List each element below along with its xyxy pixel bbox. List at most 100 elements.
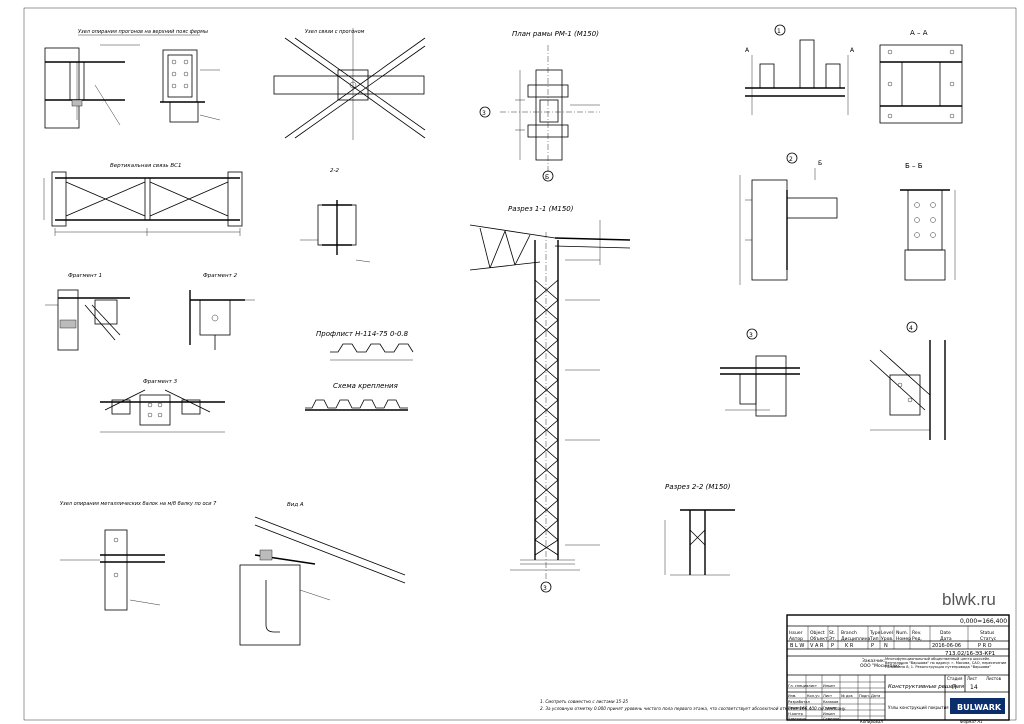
tb-hr-st: Эт. [829,636,836,642]
tb-customer: ООО "Мосимпекс" [860,663,903,669]
section-22-small-drawing: 2-2 [300,168,371,263]
fragment-1-drawing: Фрагмент 1 [45,273,130,351]
tb-role-4: Н.контр [788,712,804,716]
tb-gip-label: Гл. специалист [788,684,817,688]
tb-sheet-title: Конструктивные решения [888,684,965,690]
watermark: blwk.ru [942,590,996,609]
sheet-frame [23,7,1017,721]
detail-3-drawing: 3 [720,328,800,417]
tb-sheet: 14 [970,684,978,691]
plan-axis-b: Б [545,174,549,181]
purlin-node-drawing: Узел опирания металлических балок на м/б… [60,501,217,611]
profile-drawing: Профлист Н-114-75 0-0.8 Схема крепления [305,330,414,411]
tb-doc-number: 713.02/16-ЭЗ-КР1 [945,651,995,657]
scheme-title: Схема крепления [333,382,398,390]
fragment-2-drawing: Фрагмент 2 [189,273,255,350]
tb-hr-level: Уров. [881,636,893,642]
section-11-title: Разрез 1-1 (М150) [508,205,574,213]
section-22-drawing: Разрез 2-2 (М150) [664,483,735,576]
tb-sheets-label: Листов [986,676,1002,681]
tb-code-st: P [831,643,834,649]
profile-title: Профлист Н-114-75 0-0.8 [316,330,409,338]
ref-elevation: 0,000=166,400 [960,618,1007,625]
detail-3-mark: 3 [749,332,753,339]
top-node-drawing: Узел опирания прогонов на верхний пояс ф… [44,29,221,129]
section-11-drawing: Разрез 1-1 (М150) 3 [469,205,631,593]
tb-stage-label: Стадия [947,676,963,681]
tb-hr-type: Тип [869,636,879,642]
section-bb-drawing: Б – Б [900,162,956,281]
detail-1-drawing: 1 А А [745,24,855,115]
tb-h-st: St. [829,630,835,636]
tb-code-date: 2016-06-06 [932,643,961,649]
plan-axis-3: 3 [482,110,486,117]
tb-h-object: Object [810,630,825,636]
tb-h-type: Type [869,630,881,636]
tb-code-branch: K R [845,643,854,649]
detail-2-mark: 2 [789,156,793,163]
tb-h-issuer: Issuer [789,630,803,636]
arrow-a-right: А [850,47,855,54]
fragment-2-title: Фрагмент 2 [203,273,238,279]
tb-stage: П [952,684,957,691]
tb-hr-rev: Ред. [912,636,922,642]
tb-h-num: Num. [896,630,908,636]
tb-h-level: Level [881,630,893,636]
tb-code-type: P [871,643,874,649]
tb-h-branch: Branch [841,630,857,636]
tb-role-h-5: Подп. [859,694,870,698]
tb-hr-issuer: Автор [789,636,803,642]
note-2: 2. За условную отметку 0.000 принят уров… [540,706,847,711]
tb-role-h-3: Лист [823,694,832,698]
section-bb-title: Б – Б [905,162,923,170]
section-22-title: Разрез 2-2 (М150) [665,483,731,491]
lattice [534,279,559,556]
tb-role-1: Разработал [788,700,810,704]
tb-role-5: Утвердил [788,717,806,721]
detail-2-drawing: 2 Б [739,152,838,285]
tb-h-date: Date [940,630,951,636]
bracing-node-title: Узел связи с прогоном [305,29,365,35]
tb-sheet-label: Лист [967,676,978,681]
bulwark-logo [950,698,1005,714]
footer-format: Формат А1 [960,719,983,724]
tb-code-object: V A R [810,643,824,649]
tb-project: Многофункциональный общественный центр ш… [885,657,1007,670]
tb-role-h-6: Дата [871,694,880,698]
purlin-node-title: Узел опирания металлических балок на м/б… [60,501,217,507]
tb-gip-name: Ильин [823,684,835,688]
section-aa-drawing: А – А [879,29,963,124]
tb-hr-branch: Дисциплина [841,636,871,642]
tb-name-5: Семенов [823,717,839,721]
tb-customer-label: Заказчик: [862,658,885,664]
tb-role-h-2: Кол.уч [807,694,819,698]
tb-hr-status: Статус [980,636,997,642]
detail-4-drawing: 4 [869,321,946,440]
tb-h-rev: Rev. [912,630,921,636]
fragment-3-drawing: Фрагмент 3 [100,379,225,433]
section-axis-3: 3 [543,585,547,592]
vertical-brace-drawing: Вертикальная связь ВС1 [43,163,243,236]
tb-role-2: Проверил [788,706,806,710]
fragment-3-title: Фрагмент 3 [143,379,178,385]
tb-name-4: Ильин [823,712,835,716]
section-22-small-title: 2-2 [330,168,339,174]
tb-drawing-title: Узлы конструкций покрытия ВС-1, РМ-1 [888,705,972,710]
tb-code-level: N [884,643,888,649]
tb-hr-object: Объект [810,636,828,642]
footer-copied: Копировал [860,719,883,724]
detail-4-mark: 4 [909,325,913,332]
plan-rm1-drawing: План рамы РМ-1 (М150) 3 Б [479,30,600,182]
top-node-title: Узел опирания прогонов на верхний пояс ф… [78,29,208,35]
title-block: 0,000=166,400 Issuer Object St. Branch T… [786,614,1010,721]
bracing-node-drawing: Узел связи с прогоном [273,28,426,140]
bulwark-logo-text: BULWARK [957,703,1002,712]
arrow-a-left: А [745,47,750,54]
detail-2-arrow-b: Б [818,160,822,167]
detail-1-mark: 1 [777,28,781,35]
fragment-1-title: Фрагмент 1 [68,273,102,279]
tb-h-status: Status [980,630,995,636]
tb-code-status: P R O [978,643,992,649]
tb-role-h-4: № док [841,694,854,698]
